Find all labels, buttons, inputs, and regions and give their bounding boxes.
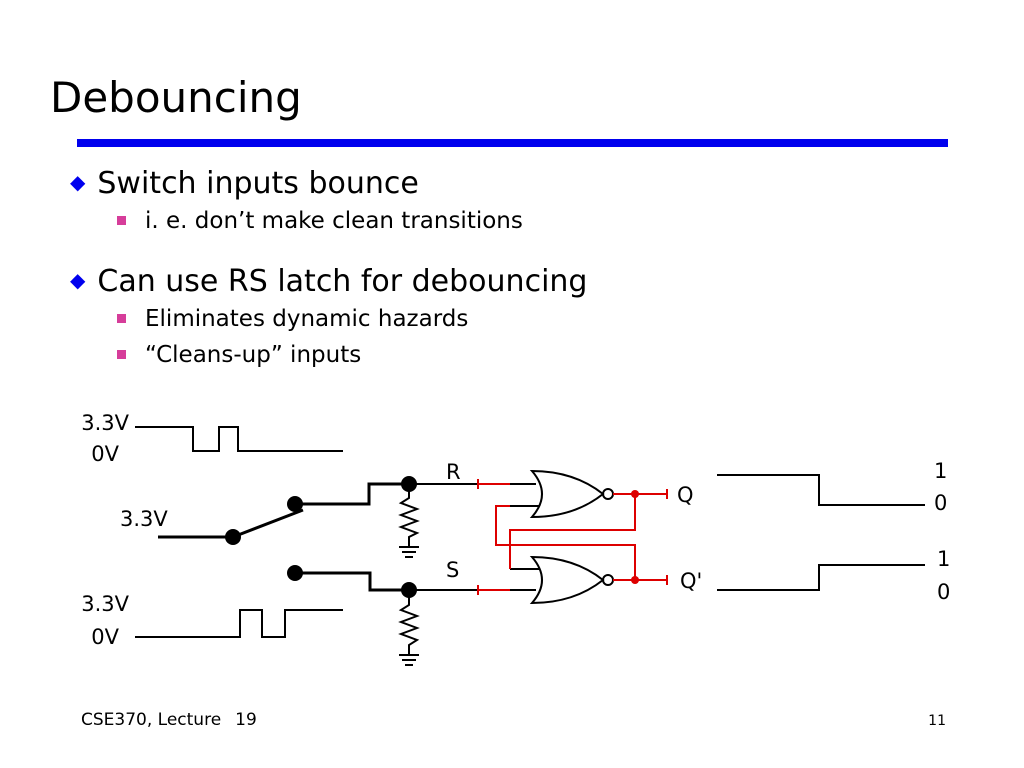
top-resistor	[398, 484, 420, 547]
top-input-waveform	[135, 426, 343, 452]
bullet-2-sub-1-text: Eliminates dynamic hazards	[145, 306, 469, 332]
square-bullet-icon	[117, 216, 126, 225]
qbar-label: Q'	[680, 569, 702, 593]
bullet-1-text: Switch inputs bounce	[97, 166, 419, 201]
footer-page-number: 11	[928, 713, 946, 729]
top-wave-low-label: 0V	[91, 442, 119, 466]
slide-title: Debouncing	[50, 73, 302, 122]
square-bullet-icon	[117, 314, 126, 323]
bottom-input-waveform	[135, 609, 343, 638]
q-label: Q	[677, 483, 694, 507]
q-wave-high-label: 1	[934, 459, 947, 483]
switch-lower-contact-dot	[287, 565, 303, 581]
bullet-2-text: Can use RS latch for debouncing	[97, 264, 588, 299]
qbar-wave-high-label: 1	[937, 547, 950, 571]
q-wave-low-label: 0	[934, 491, 947, 515]
r-label: R	[446, 460, 461, 484]
bullet-1: ◆ Switch inputs bounce	[70, 166, 419, 204]
q-output-waveform	[717, 474, 925, 506]
switch-upper-contact-dot	[287, 496, 303, 512]
title-underline	[77, 139, 948, 147]
switch-lower-wire	[295, 571, 409, 592]
bottom-wave-low-label: 0V	[91, 625, 119, 649]
qbar-output-waveform	[717, 564, 925, 591]
bullet-1-sub-1-text: i. e. don’t make clean transitions	[145, 208, 523, 234]
bullet-2: ◆ Can use RS latch for debouncing	[70, 264, 587, 302]
s-label: S	[446, 558, 459, 582]
bullet-2-sub-2-text: “Cleans-up” inputs	[145, 342, 362, 368]
top-ground	[399, 546, 419, 558]
q-feedback-wire	[509, 494, 636, 569]
nor-gate-bottom	[529, 555, 605, 605]
footer-course: CSE370, Lecture 19	[81, 710, 257, 730]
bottom-ground	[399, 654, 419, 666]
r-node-dot	[401, 476, 417, 492]
footer-course-text: CSE370, Lecture	[81, 710, 222, 730]
square-bullet-icon	[117, 350, 126, 359]
switch-lever	[232, 508, 304, 539]
bottom-resistor	[398, 590, 420, 655]
bullet-2-sub-1: Eliminates dynamic hazards	[117, 305, 468, 333]
diamond-bullet-icon: ◆	[70, 268, 86, 292]
q-junction-dot	[631, 490, 639, 498]
top-wave-high-label: 3.3V	[81, 411, 129, 435]
s-node-dot	[401, 582, 417, 598]
bottom-wave-high-label: 3.3V	[81, 592, 129, 616]
bullet-1-sub-1: i. e. don’t make clean transitions	[117, 207, 523, 235]
switch-pivot-dot	[225, 529, 241, 545]
switch-upper-wire	[295, 482, 409, 506]
switch-supply-label: 3.3V	[120, 507, 168, 531]
qbar-feedback-wire	[495, 505, 636, 580]
nor-gate-top	[529, 469, 605, 519]
diamond-bullet-icon: ◆	[70, 170, 86, 194]
qbar-junction-dot	[631, 576, 639, 584]
qbar-wave-low-label: 0	[937, 580, 950, 604]
footer-lecture-number: 19	[235, 710, 257, 730]
bullet-2-sub-2: “Cleans-up” inputs	[117, 341, 361, 369]
